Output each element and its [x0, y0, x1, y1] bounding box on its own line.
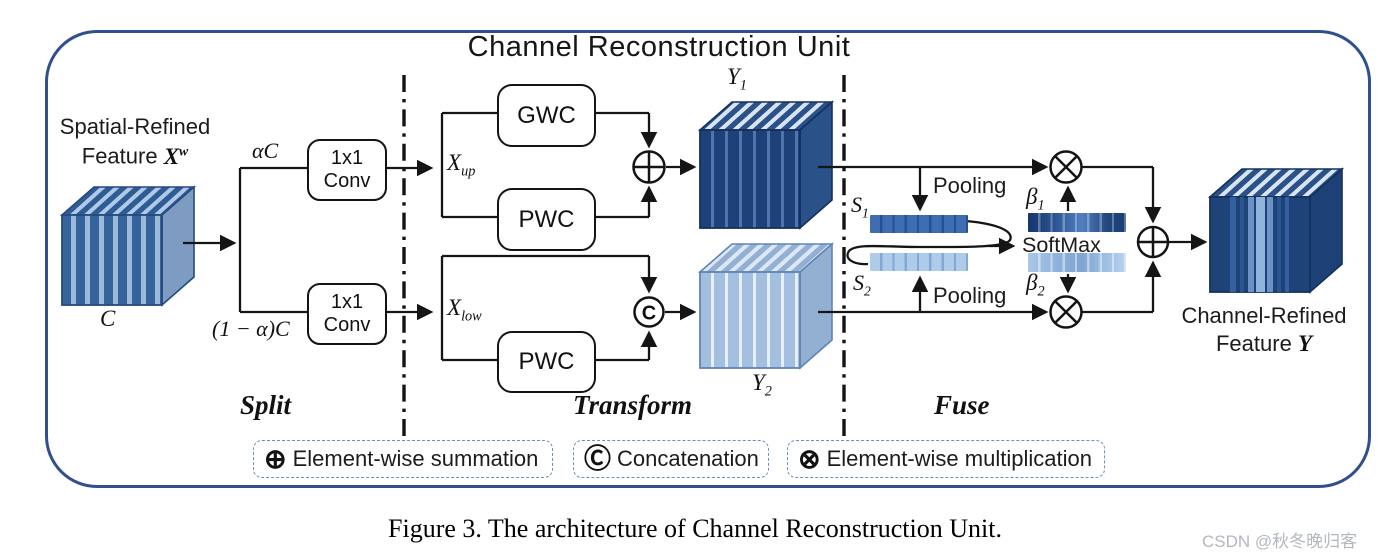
legend-summation: ⊕ Element-wise summation: [253, 440, 553, 478]
output-feature-name-line2: Feature Y: [1215, 331, 1312, 356]
input-feature-var: Xw: [163, 143, 189, 169]
y2-label: Y2: [752, 370, 772, 400]
pooling-upper-label: Pooling: [933, 173, 1007, 198]
gwc-box: GWC: [497, 84, 596, 147]
multiply-node-lower: [1049, 295, 1083, 329]
beta2-vector-bar: [1028, 253, 1126, 272]
y1-feature-stack: [697, 100, 835, 230]
diagram-title: Channel Reconstruction Unit: [467, 31, 851, 63]
conv1x1-upper-box: 1x1 Conv: [307, 139, 387, 201]
output-feature-stack: [1207, 167, 1345, 294]
s2-vector-bar: [870, 253, 968, 271]
beta2-label: β2: [1026, 270, 1045, 300]
lower-branch-wiring: [440, 254, 697, 362]
beta1-label: β1: [1026, 184, 1045, 214]
input-feature-name-line2: Feature Xw: [81, 143, 189, 169]
figure-caption: Figure 3. The architecture of Channel Re…: [388, 514, 1002, 543]
concat-icon: Ⓒ: [584, 443, 611, 474]
s1-vector-bar: [870, 215, 968, 233]
sum-node-output: [1136, 225, 1170, 259]
conv1x1-lower-box: 1x1 Conv: [307, 283, 387, 345]
sum-icon: ⊕: [264, 443, 287, 474]
pwc-upper-box: PWC: [497, 188, 596, 251]
watermark: CSDN @秋冬晚归客: [1202, 532, 1358, 551]
y2-feature-stack: [697, 242, 835, 370]
upper-branch-wiring: [440, 111, 697, 219]
sum-node-transform: [632, 150, 666, 184]
x-up-label: Xup: [447, 150, 476, 180]
beta1-vector-bar: [1028, 213, 1126, 232]
svg-text:C: C: [642, 303, 656, 325]
section-label-transform: Transform: [573, 390, 693, 420]
output-feature-var: Y: [1297, 331, 1312, 356]
s2-label: S2: [853, 270, 871, 299]
pooling-lower-label: Pooling: [933, 283, 1007, 308]
legend-concatenation: Ⓒ Concatenation: [573, 440, 769, 478]
concat-node: C: [633, 296, 665, 328]
multiply-icon: ⊗: [798, 443, 821, 474]
channel-shuffle-swirl: [846, 219, 1012, 266]
input-feature-stack: [59, 185, 197, 307]
section-label-fuse: Fuse: [934, 390, 990, 420]
x-low-label: Xlow: [447, 295, 482, 325]
alpha-channels-label: αC: [252, 138, 279, 163]
multiply-node-upper: [1049, 150, 1083, 184]
input-feature-name-line1: Spatial-Refined: [59, 114, 211, 139]
legend-multiplication: ⊗ Element-wise multiplication: [787, 440, 1105, 478]
diagram-outer-frame: [45, 30, 1371, 488]
s1-label: S1: [851, 192, 869, 221]
fuse-wiring: [818, 158, 1208, 321]
pwc-lower-box: PWC: [497, 331, 596, 393]
output-feature-name-line1: Channel-Refined: [1181, 303, 1347, 328]
y1-label: Y1: [727, 64, 747, 94]
section-label-split: Split: [240, 390, 292, 420]
one-minus-alpha-channels-label: (1 − α)C: [212, 316, 290, 341]
split-wiring: [183, 159, 434, 321]
input-channel-count: C: [100, 306, 116, 331]
